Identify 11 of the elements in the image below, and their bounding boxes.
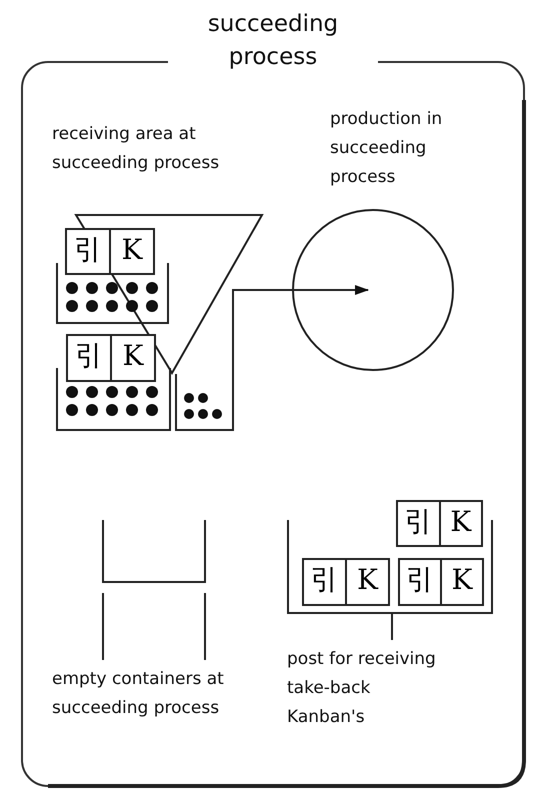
- area-label: receiving area at succeeding process: [52, 123, 220, 175]
- kanban-card: 引 K: [396, 500, 483, 547]
- process-title: succeeding process: [206, 10, 340, 72]
- kanban-card: 引 K: [65, 228, 155, 275]
- area-label: production in succeeding process: [330, 108, 444, 189]
- area-label: post for receiving take-back Kanban's: [287, 648, 437, 729]
- arrow: [232, 285, 369, 380]
- kanban-card: 引 K: [302, 558, 390, 606]
- kanban-card: 引 K: [66, 334, 156, 382]
- kanban-card: 引 K: [398, 558, 484, 606]
- area-label: empty containers at succeeding process: [52, 668, 225, 720]
